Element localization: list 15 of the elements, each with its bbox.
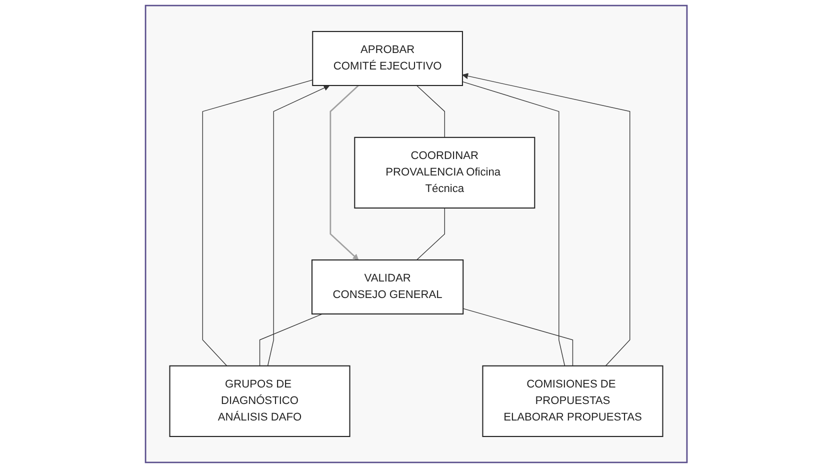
connector [462,81,565,366]
connector [416,208,445,260]
node-box: COMISIONES DE PROPUESTAS ELABORAR PROPUESTAS [482,365,663,437]
arrow [329,84,359,260]
cluster [144,4,688,464]
node-box: GRUPOS DE DIAGNÓSTICO ANÁLISIS DAFO [169,365,350,437]
connector [462,308,573,366]
arrow [462,73,630,366]
connector [416,85,445,138]
node-box: VALIDAR CONSEJO GENERAL [311,259,464,314]
connector [202,80,313,366]
arrow [267,85,330,366]
node-box: COORDINAR PROVALENCIA Oficina Técnica [354,136,535,209]
connector [259,314,322,366]
node-box: APROBAR COMITÉ EJECUTIVO [312,30,463,86]
